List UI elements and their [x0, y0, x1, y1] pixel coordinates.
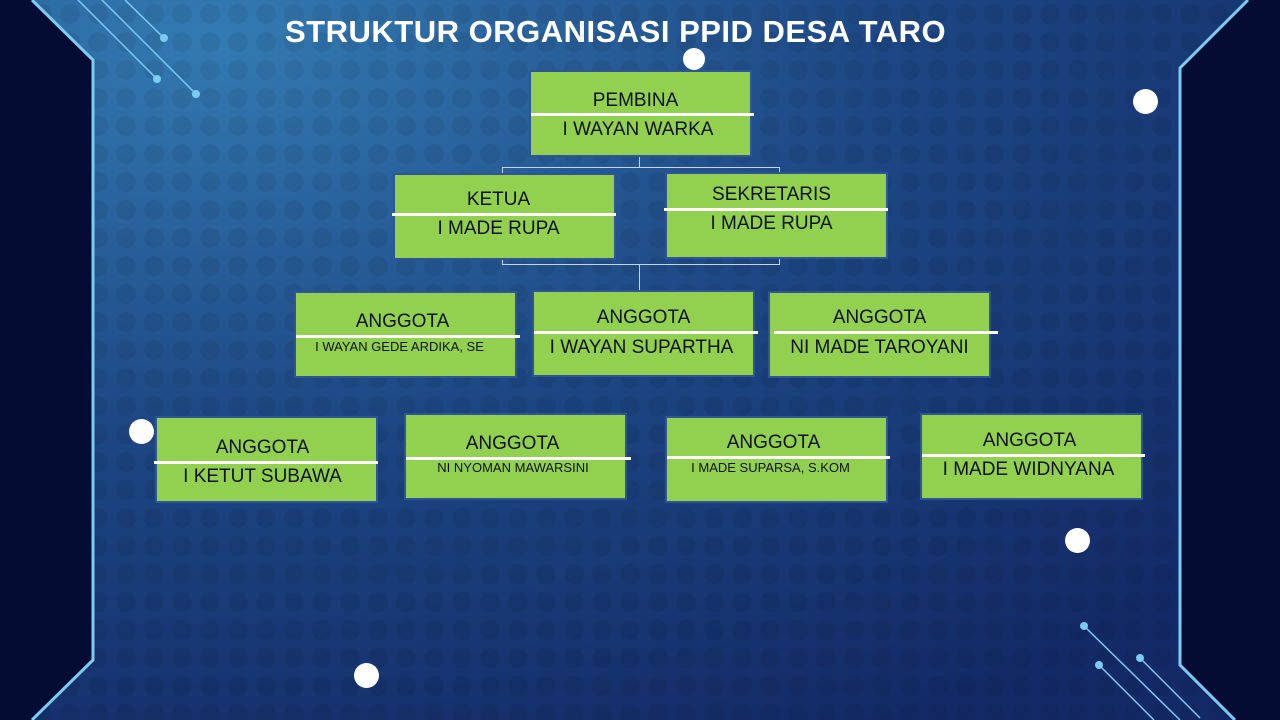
connector — [639, 264, 640, 290]
box-name: I WAYAN WARKA — [562, 119, 714, 140]
box-role: ANGGOTA — [726, 432, 821, 453]
divider — [406, 457, 631, 460]
org-box-anggota: ANGGOTA I WAYAN SUPARTHA — [532, 290, 758, 377]
decorative-dot — [1065, 528, 1090, 553]
box-name: I MADE SUPARSA, S.KOM — [691, 460, 850, 475]
divider — [774, 331, 998, 334]
connector — [639, 157, 640, 167]
decorative-dot — [683, 48, 705, 70]
box-role: ANGGOTA — [596, 307, 691, 328]
box-name: I KETUT SUBAWA — [183, 466, 342, 487]
connector — [502, 264, 780, 265]
box-name: I MADE RUPA — [710, 213, 833, 234]
divider — [392, 213, 616, 216]
connector — [502, 167, 503, 173]
divider — [154, 461, 378, 464]
org-box-anggota: ANGGOTA NI NYOMAN MAWARSINI — [404, 413, 631, 500]
divider — [534, 331, 758, 334]
box-name: I MADE RUPA — [437, 218, 560, 239]
org-box-anggota: ANGGOTA I KETUT SUBAWA — [154, 416, 378, 503]
connector — [502, 259, 503, 265]
org-box-anggota: ANGGOTA I MADE WIDNYANA — [920, 413, 1145, 500]
box-role: SEKRETARIS — [712, 184, 831, 205]
box-role: ANGGOTA — [465, 433, 560, 454]
connector — [502, 167, 780, 168]
connector — [779, 167, 780, 172]
box-role: ANGGOTA — [832, 307, 927, 328]
connector — [779, 259, 780, 265]
box-name: I MADE WIDNYANA — [942, 459, 1115, 480]
box-role: PEMBINA — [592, 90, 679, 111]
divider — [664, 208, 888, 211]
box-role: ANGGOTA — [982, 430, 1077, 451]
decorative-dot — [354, 663, 379, 688]
org-box-anggota: ANGGOTA I MADE SUPARSA, S.KOM — [665, 416, 890, 503]
org-box-anggota: ANGGOTA NI MADE TAROYANI — [768, 291, 998, 378]
org-box-pembina: PEMBINA I WAYAN WARKA — [529, 70, 754, 157]
org-box-sekretaris: SEKRETARIS I MADE RUPA — [664, 172, 888, 259]
org-box-anggota: ANGGOTA I WAYAN GEDE ARDIKA, SE — [294, 291, 520, 378]
divider — [667, 456, 890, 459]
box-role: ANGGOTA — [355, 311, 450, 332]
divider — [296, 335, 520, 338]
box-name: NI NYOMAN MAWARSINI — [437, 460, 589, 475]
box-name: NI MADE TAROYANI — [790, 337, 969, 358]
divider — [531, 113, 754, 116]
box-name: I WAYAN SUPARTHA — [549, 337, 734, 358]
divider — [922, 454, 1145, 457]
org-box-ketua: KETUA I MADE RUPA — [392, 173, 616, 260]
box-name: I WAYAN GEDE ARDIKA, SE — [315, 339, 484, 354]
box-role: ANGGOTA — [215, 437, 310, 458]
decorative-dot — [129, 419, 154, 444]
box-role: KETUA — [466, 189, 531, 210]
decorative-dot — [1133, 89, 1158, 114]
page-title: STRUKTUR ORGANISASI PPID DESA TARO — [285, 14, 947, 49]
